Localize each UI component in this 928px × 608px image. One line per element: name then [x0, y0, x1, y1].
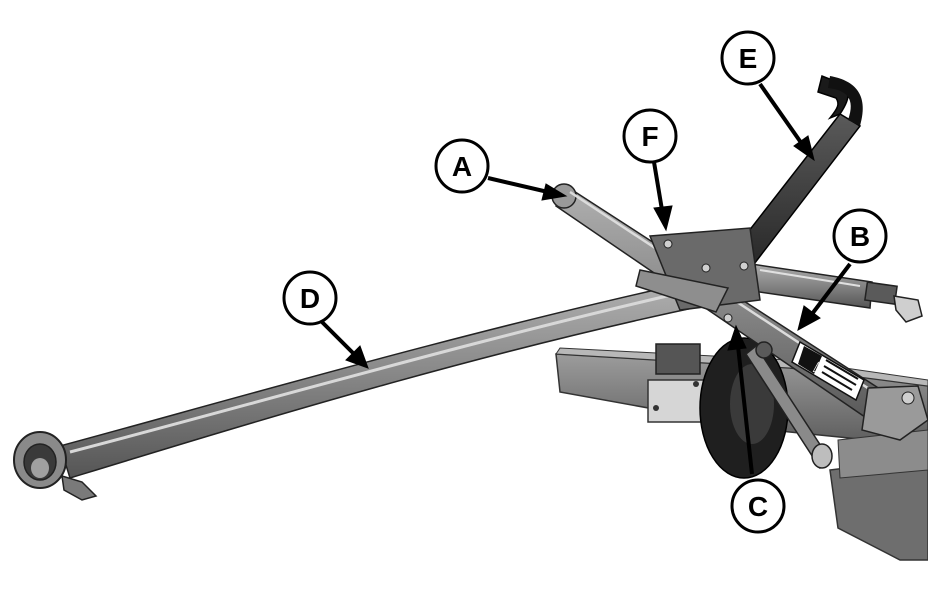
- callout-d: D: [282, 270, 338, 326]
- callout-b-label: B: [850, 221, 870, 252]
- callout-a: A: [434, 138, 490, 194]
- callout-c-label: C: [748, 491, 768, 522]
- callout-a-label: A: [452, 151, 472, 182]
- tongue-tube: [13, 279, 714, 501]
- safety-decal: ⚠: [791, 340, 865, 402]
- cross-tube: ⚠: [551, 183, 928, 441]
- decal-warning-icon: ⚠: [812, 360, 825, 376]
- callout-e: E: [720, 30, 776, 86]
- callout-f-label: F: [641, 121, 658, 152]
- clamp-plate: [635, 227, 833, 470]
- callout-e-label: E: [739, 43, 758, 74]
- callout-f: F: [622, 108, 678, 164]
- callout-arrows: [320, 82, 852, 475]
- callout-b: B: [832, 208, 888, 264]
- callout-c: C: [730, 478, 786, 534]
- callout-d-label: D: [300, 283, 320, 314]
